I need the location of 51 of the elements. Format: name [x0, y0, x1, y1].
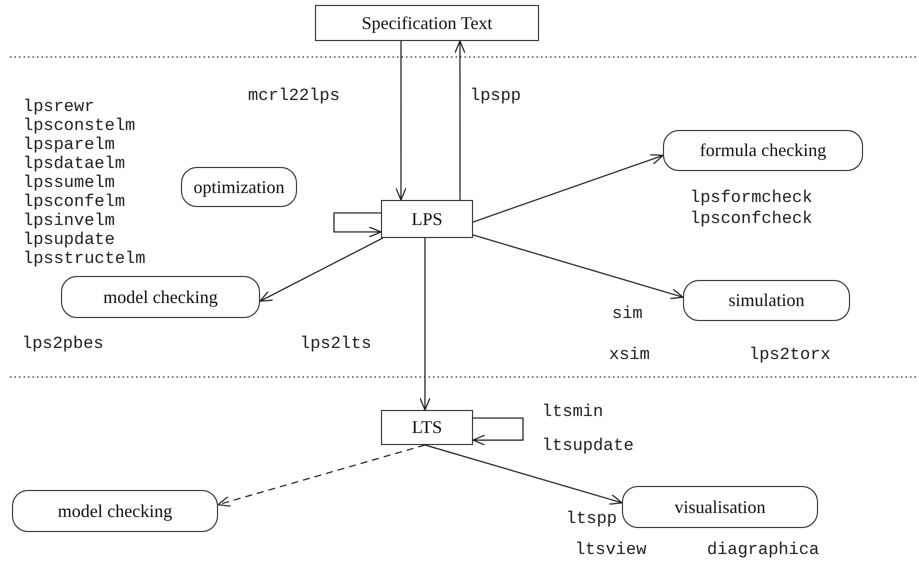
tool-name: lpsconfcheck [690, 211, 812, 228]
specification-box [315, 5, 539, 41]
tool-name: lpsconfelm [23, 194, 126, 211]
node-label: simulation [728, 290, 804, 311]
tool-name: ltsupdate [542, 438, 634, 455]
node-label: LPS [411, 208, 443, 230]
node-label: optimization [194, 176, 284, 198]
tool-name: lps2pbes [22, 336, 104, 353]
tool-name: lpsupdate [23, 232, 115, 249]
tool-name: lpsinvelm [23, 213, 115, 230]
tool-name: ltsmin [542, 404, 604, 421]
tool-name: sim [612, 306, 643, 323]
tool-name: lpsrewr [23, 99, 94, 116]
tool-name: lps2lts [300, 336, 372, 353]
node-label: model checking [58, 500, 172, 522]
state-box [381, 410, 473, 445]
process-box [181, 167, 297, 207]
tool-name: lps2torx [749, 347, 831, 364]
tool-name: lpsstructelm [23, 251, 146, 268]
dashed-arrow [217, 444, 426, 507]
tool-name: lpspp [470, 88, 522, 105]
process-box [61, 276, 260, 318]
tool-name: lpsdataelm [23, 156, 126, 173]
tool-name: ltsview [575, 542, 646, 559]
tool-name: lpsformcheck [690, 190, 812, 207]
arrow [395, 41, 407, 201]
node-label: Specification Text [362, 12, 492, 34]
tool-name: ltspp [566, 511, 618, 528]
tool-name: lpssumelm [23, 175, 115, 192]
arrow [454, 40, 466, 200]
tool-name: diagraphica [707, 542, 820, 559]
self-loop-arrow [333, 212, 382, 238]
process-box [683, 280, 850, 321]
arrow [472, 234, 684, 300]
node-label: model checking [103, 286, 218, 308]
process-box [12, 490, 218, 532]
process-box [663, 130, 863, 171]
process-box [622, 486, 818, 528]
node-label: LTS [412, 417, 442, 438]
arrow [419, 238, 431, 411]
arrow [259, 237, 384, 302]
arrow [472, 154, 664, 223]
tool-name: lpsconstelm [23, 118, 136, 135]
tool-name: xsim [609, 347, 650, 364]
node-label: formula checking [700, 140, 826, 161]
state-box [381, 200, 473, 238]
tool-name: lpsparelm [23, 137, 115, 154]
tool-name: mcrl22lps [248, 88, 340, 105]
arrow [424, 444, 623, 505]
self-loop-arrow [472, 417, 524, 446]
node-label: visualisation [674, 496, 766, 518]
